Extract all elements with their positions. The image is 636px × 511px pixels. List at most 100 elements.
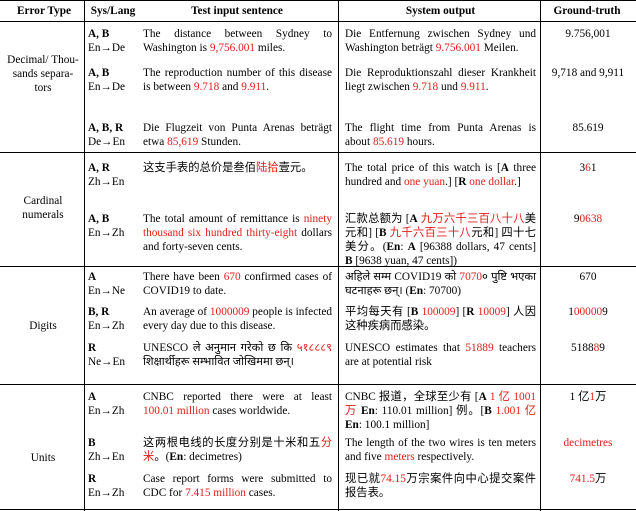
- ground-truth-value: 9,718 and 9,911: [542, 66, 634, 80]
- highlighted-number: 1 亿 1001 万: [345, 391, 536, 417]
- column-divider: [338, 0, 339, 511]
- text-segment: An average of: [143, 306, 210, 318]
- text-segment: .: [266, 81, 270, 93]
- highlighted-number: 00000: [573, 306, 603, 318]
- text-segment: teachers are at potential risk: [345, 342, 536, 368]
- text-segment: UNESCO ले अनुमान गरेको छ कि: [143, 342, 297, 354]
- text-segment: [96388 dollars, 47 cents]: [415, 241, 537, 253]
- text-segment: 5188: [571, 342, 594, 354]
- system-output-sentence: CNBC 报道，全球至少有 [A 1 亿 1001 万 En: 110.01 m…: [345, 390, 536, 432]
- text-segment: शिक्षार्थीहरू सम्भावित जोखिममा छन्।: [143, 356, 294, 368]
- error-type-label: Digits: [29, 320, 57, 332]
- text-segment: and: [219, 81, 242, 93]
- text-segment: Die Entfernung zwischen Sydney und Washi…: [345, 28, 536, 54]
- text-segment: Die Reproduktionszahl dieser Krankheit l…: [345, 67, 536, 93]
- highlighted-number: 1: [589, 391, 596, 403]
- system-ids: R: [88, 473, 97, 485]
- text-segment: :: [400, 241, 408, 253]
- highlighted-number: 9.718: [193, 81, 220, 93]
- text-segment: ] 人因这种疾病而感染。: [345, 306, 537, 332]
- highlighted-number: 九千六百三十八: [389, 227, 472, 239]
- highlighted-number: 74.15: [380, 473, 406, 485]
- highlighted-number: 85,619: [167, 136, 199, 148]
- text-segment: B: [345, 255, 353, 267]
- sys-lang-cell: A, B En→De: [88, 66, 140, 94]
- text-segment: 1: [590, 162, 597, 174]
- text-segment: 9: [573, 213, 580, 225]
- text-segment: 汇款总额为 [: [345, 213, 410, 225]
- text-segment: : 100.1 million]: [358, 419, 430, 431]
- text-segment: En: [360, 405, 375, 417]
- text-segment: The total price of this watch is [: [345, 162, 501, 174]
- test-input-sentence: An average of 1000009 people is infected…: [143, 305, 332, 333]
- text-segment: B: [378, 227, 387, 239]
- highlighted-number: ninety thousand six hundred thirty-eight: [143, 213, 332, 239]
- text-segment: B: [484, 405, 492, 417]
- text-segment: three hundred and: [345, 162, 537, 188]
- ground-truth-value: 9.756,001: [542, 27, 634, 41]
- highlighted-number: one dollar: [469, 176, 515, 188]
- system-ids: A, B, R: [88, 122, 124, 134]
- text-segment: 670: [579, 271, 597, 283]
- text-segment: A: [478, 391, 487, 403]
- text-segment: R: [458, 176, 467, 188]
- ground-truth-value: 1000009: [542, 305, 634, 319]
- text-segment: R: [466, 306, 475, 318]
- system-ids: A: [88, 271, 97, 283]
- ground-truth-value: 90638: [542, 212, 634, 226]
- text-segment: : 110.01 million] 例。[: [374, 405, 485, 417]
- ground-truth-value: 361: [542, 161, 634, 175]
- header-sys-lang: Sys/Lang: [90, 5, 136, 17]
- language-pair: En→Zh: [88, 487, 125, 499]
- ground-truth-value: 670: [542, 270, 634, 284]
- system-ids: A, B: [88, 213, 110, 225]
- highlighted-number: 8: [593, 342, 600, 354]
- text-segment: hours.: [404, 136, 435, 148]
- highlighted-number: 100009: [421, 306, 456, 318]
- system-output-sentence: अहिले सम्म COVID19 को 7070० पुष्टि भएका …: [345, 270, 536, 298]
- text-segment: 美元和] [: [345, 213, 536, 239]
- language-pair: En→Zh: [88, 320, 125, 332]
- text-segment: UNESCO estimates that: [345, 342, 466, 354]
- text-segment: people is infected every day due to this…: [143, 306, 333, 332]
- language-pair: En→De: [88, 81, 126, 93]
- header-system-output: System output: [405, 5, 476, 17]
- text-segment: Meilen.: [480, 42, 519, 54]
- error-type-label: Cardinal numerals: [22, 195, 64, 221]
- highlighted-number: 9.911: [241, 81, 267, 93]
- text-segment: cases.: [245, 487, 276, 499]
- highlighted-number: 7070: [459, 271, 483, 283]
- highlighted-number: 741.5: [569, 473, 596, 485]
- text-segment: 万: [595, 473, 607, 485]
- ground-truth-value: decimetres: [542, 436, 634, 450]
- highlighted-number: 85.619: [372, 136, 405, 148]
- system-ids: R: [88, 342, 97, 354]
- top-rule: [0, 0, 636, 2]
- group-rule-2: [0, 266, 636, 267]
- system-ids: A, B: [88, 67, 110, 79]
- header-error-type: Error Type: [16, 5, 72, 17]
- text-segment: 现已就: [345, 473, 381, 485]
- highlighted-number: 100.01 million: [143, 405, 210, 417]
- text-segment: 85.619: [572, 122, 604, 134]
- language-pair: En→De: [88, 42, 126, 54]
- system-output-sentence: The length of the two wires is ten meter…: [345, 436, 536, 464]
- highlighted-number: meters: [384, 451, 415, 463]
- language-pair: En→Zh: [88, 405, 125, 417]
- text-segment: ] [: [455, 306, 467, 318]
- highlighted-number: 6: [585, 162, 591, 174]
- highlighted-number: 9.718: [412, 81, 439, 93]
- system-output-sentence: 现已就74.15万宗案件向中心提交案件报告表。: [345, 472, 536, 500]
- group-rule-1: [0, 152, 636, 153]
- test-input-sentence: UNESCO ले अनुमान गरेको छ कि ५१८८८९ शिक्ष…: [143, 341, 332, 369]
- text-segment: : 70700): [423, 285, 462, 297]
- system-output-sentence: UNESCO estimates that 51889 teachers are…: [345, 341, 536, 369]
- text-segment: 3: [579, 162, 586, 174]
- highlighted-number: decimetres: [563, 437, 613, 449]
- test-input-sentence: The total amount of remittance is ninety…: [143, 212, 332, 254]
- text-segment: .] [: [445, 176, 459, 188]
